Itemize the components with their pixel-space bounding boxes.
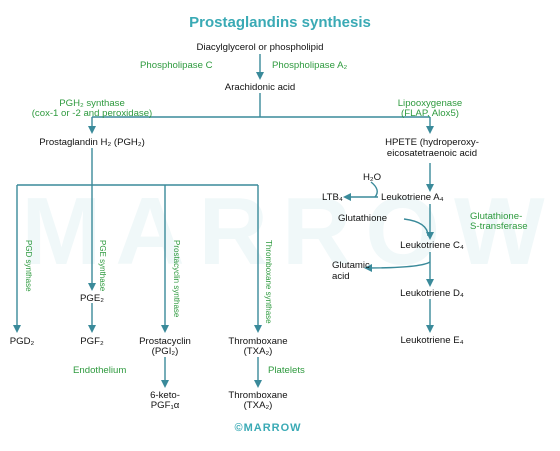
node-aa: Arachidonic acid [224, 82, 296, 93]
enzyme-prostacyclin-synthase: Prostacyclin synthase [172, 240, 181, 318]
enzyme-pgh2-synthase-detail: (cox-1 or -2 and peroxidase) [31, 108, 153, 119]
node-ltb4: LTB₄ [322, 192, 343, 203]
node-thromboxane-line1: Thromboxane [228, 336, 288, 347]
node-hpete-line2: eicosatetraenoic acid [386, 148, 478, 159]
node-h2o: H₂O [363, 172, 382, 183]
h2o-curve [370, 181, 378, 198]
enzyme-pgd-synthase: PGD synthase [24, 240, 33, 292]
enzyme-pgh2-synthase: PGH₂ synthase [59, 98, 125, 109]
enzyme-gst-line1: Glutathione- [470, 211, 523, 222]
node-pgf2: PGF₂ [80, 336, 104, 347]
enzyme-lipoxygenase-detail: (FLAP, Alox5) [401, 108, 459, 119]
node-thromboxane-line2: (TXA₂) [243, 346, 273, 357]
node-lta4: Leukotriene A₄ [381, 192, 444, 203]
node-hpete-line1: HPETE (hydroperoxy- [385, 137, 479, 148]
credit-logo: ©MARROW [234, 422, 302, 434]
node-prostacyclin-line1: Prostacyclin [139, 336, 191, 347]
node-pge2: PGE₂ [80, 293, 104, 304]
enzyme-thromboxane-synthase: Thromboxane synthase [264, 240, 273, 324]
watermark: MARROW [21, 178, 559, 285]
node-glutathione: Glutathione [338, 213, 388, 224]
node-thromboxane2-line1: Thromboxane [228, 390, 288, 401]
enzyme-gst-line2: S-transferase [470, 221, 528, 232]
node-prostacyclin-line2: (PGI₂) [151, 346, 179, 357]
node-keto-line2: PGF₁α [150, 400, 180, 411]
glutamic-curve [364, 261, 431, 272]
node-ltd4: Leukotriene D₄ [400, 288, 464, 299]
node-keto-line1: 6-keto- [150, 390, 180, 401]
enzyme-pla2: Phospholipase A₂ [272, 60, 348, 71]
node-pgd2: PGD₂ [9, 336, 35, 347]
node-thromboxane2-line2: (TXA₂) [243, 400, 273, 411]
enzyme-plc: Phospholipase C [140, 60, 213, 71]
node-lte4: Leukotriene E₄ [400, 335, 464, 346]
node-dag: Diacylglycerol or phospholipid [196, 42, 324, 53]
enzyme-pge-synthase: PGE synthase [98, 240, 107, 292]
diagram-title: Prostaglandins synthesis [189, 14, 371, 31]
enzyme-endothelium: Endothelium [73, 365, 127, 376]
node-glutamic-line2: acid [332, 271, 350, 282]
glutathione-curve [403, 218, 429, 237]
enzyme-lipoxygenase: Lipooxygenase [397, 98, 463, 109]
node-pgh2: Prostaglandin H₂ (PGH₂) [39, 137, 145, 148]
node-ltc4: Leukotriene C₄ [400, 240, 464, 251]
node-glutamic-line1: Glutamic [332, 260, 370, 271]
enzyme-platelets: Platelets [268, 365, 305, 376]
